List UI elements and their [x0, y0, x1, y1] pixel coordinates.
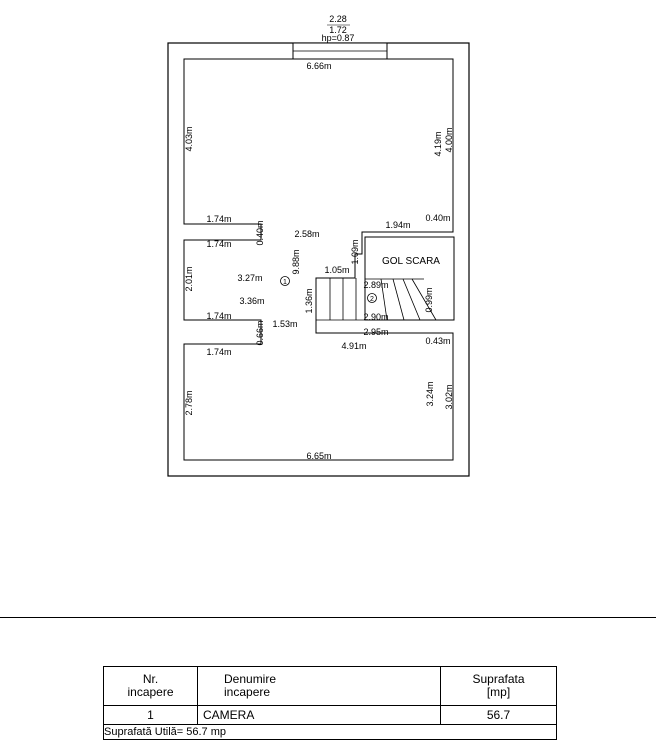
- dim-wing-bot-depth: 0.66m: [255, 320, 265, 345]
- room-marker-circle: [280, 276, 290, 286]
- dim-gol-bottom: 2.90m: [363, 312, 388, 322]
- room-marker-1: 1: [283, 279, 287, 286]
- stair-winder: [402, 278, 421, 321]
- dim-bot-right-small: 0.43m: [425, 336, 450, 346]
- window-dim-hp: hp=0.87: [322, 33, 355, 43]
- room-table: Nr. incapere Denumire incapere Suprafata…: [103, 666, 557, 740]
- header-area: Suprafata [mp]: [440, 666, 557, 706]
- stair-winder: [392, 278, 405, 321]
- dim-wing-top-depth: 0.40m: [255, 220, 265, 245]
- dim-bot-stair-width: 2.95m: [363, 327, 388, 337]
- dim-top-width: 6.66m: [306, 61, 331, 71]
- dim-total-depth: 9.88m: [291, 249, 301, 274]
- dim-hall-low-width: 1.53m: [272, 319, 297, 329]
- dim-stair-step-right: 0.40m: [425, 213, 450, 223]
- table-row: 1 CAMERA 56.7: [103, 705, 557, 725]
- dim-stair-run: 1.05m: [324, 265, 349, 275]
- room-marker-circle: [367, 293, 377, 303]
- dim-stair-step-up: 1.94m: [385, 220, 410, 230]
- dim-corridor-width: 2.58m: [294, 229, 319, 239]
- dim-wing-bot: 1.74m: [206, 311, 231, 321]
- dim-hall-width: 3.27m: [237, 273, 262, 283]
- dim-stair-side: 1.36m: [304, 288, 314, 313]
- dim-right-height-1: 4.19m: [433, 131, 443, 156]
- header-nr: Nr. incapere: [103, 666, 198, 706]
- dim-wing-top-lower: 1.74m: [206, 239, 231, 249]
- dim-bot-left-height: 2.78m: [184, 390, 194, 415]
- dim-hall-lower: 3.36m: [239, 296, 264, 306]
- page-separator: [0, 617, 656, 618]
- dim-wing-top: 1.74m: [206, 214, 231, 224]
- dim-right-height-2: 4.00m: [444, 127, 454, 152]
- dim-left-top-height: 4.03m: [184, 126, 194, 151]
- stair-winder: [380, 278, 388, 321]
- header-area-text: Suprafata [mp]: [472, 672, 525, 699]
- window-dim-2: 1.72: [329, 25, 347, 35]
- dim-wing-bot-lower: 1.74m: [206, 347, 231, 357]
- header-nr-text: Nr. incapere: [127, 672, 174, 699]
- inner-wall: [183, 58, 454, 461]
- dim-gol-right: 0.99m: [424, 287, 434, 312]
- dim-bot-right-height-1: 3.24m: [425, 381, 435, 406]
- dim-bot-mid-width: 4.91m: [341, 341, 366, 351]
- dim-hall-side: 2.01m: [184, 266, 194, 291]
- cell-area: 56.7: [440, 705, 557, 725]
- gol-scara-label: GOL SCARA: [382, 256, 440, 267]
- table-footer: Suprafată Utilă= 56.7 mp: [103, 724, 557, 740]
- cell-name: CAMERA: [197, 705, 441, 725]
- dim-bot-right-height-2: 3.02m: [444, 384, 454, 409]
- stair-void: [364, 236, 455, 321]
- header-name: Denumire incapere: [197, 666, 441, 706]
- floor-plan: 2.28 1.72 hp=0.87 6.66m 4.03m 4.19m 4.00…: [167, 14, 470, 477]
- window-dim-1: 2.28: [329, 14, 347, 24]
- dim-gol-top: 2.89m: [363, 280, 388, 290]
- room-marker-2: 2: [370, 296, 374, 303]
- stair-winder: [411, 278, 437, 321]
- dim-bottom-width: 6.65m: [306, 451, 331, 461]
- table-footer-row: Suprafată Utilă= 56.7 mp: [103, 724, 557, 740]
- cell-nr: 1: [103, 705, 198, 725]
- table-header-row: Nr. incapere Denumire incapere Suprafata…: [103, 666, 557, 706]
- dim-stair-height: 1.09m: [350, 239, 360, 264]
- header-name-text: Denumire incapere: [224, 672, 277, 699]
